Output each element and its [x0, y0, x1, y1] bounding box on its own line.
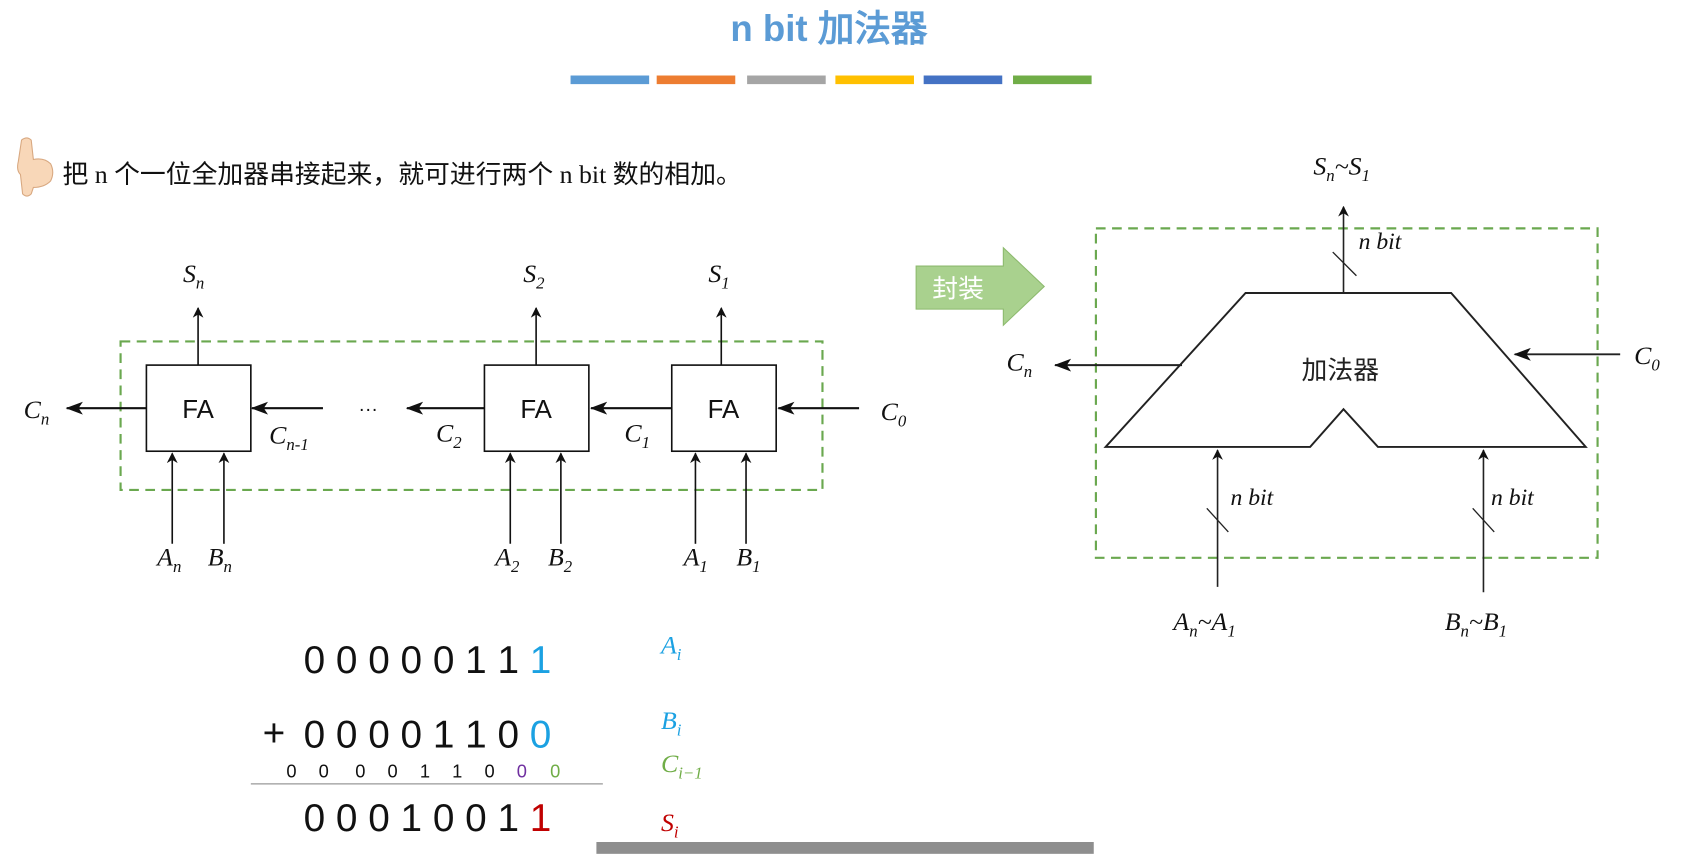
sum-label-n: Sn [183, 259, 204, 292]
slide-title: n bit 加法器 [730, 8, 928, 49]
carry-bit: 1 [420, 760, 430, 781]
b-bits-prefix: 0 0 0 0 1 1 0 [304, 713, 519, 756]
carry-in-label: C0 [881, 397, 907, 430]
color-bars [570, 75, 1092, 85]
adder-label: 加法器 [1302, 356, 1380, 385]
carry-bit: 0 [286, 760, 296, 781]
encapsulate-arrow: 封装 [915, 246, 1046, 327]
color-bar [570, 75, 650, 85]
carry-bit: 1 [452, 760, 462, 781]
b-i-label: Bi [661, 706, 682, 739]
carry-out-label: Cn [24, 395, 50, 428]
color-bar [656, 75, 736, 85]
ellipsis: ··· [359, 399, 378, 421]
a-last-bit: 1 [530, 639, 552, 682]
carry-bit: 0 [388, 760, 398, 781]
s-bits-prefix: 0 0 0 1 0 0 1 [304, 797, 519, 840]
a-bus-label: An~A1 [1171, 607, 1235, 640]
color-bar [923, 75, 1003, 85]
ripple-carry-diagram [65, 306, 860, 544]
intro-text: 把 n 个一位全加器串接起来，就可进行两个 n bit 数的相加。 [62, 160, 741, 189]
carry-bit: 0 [484, 760, 494, 781]
carry-bit: 0 [355, 760, 365, 781]
b-last-bit: 0 [530, 713, 552, 756]
carry-label-n-1: Cn-1 [269, 421, 309, 454]
fa-label: FA [520, 396, 552, 424]
b-bus-label: Bn~B1 [1445, 607, 1507, 640]
carry-bit: 0 [319, 760, 329, 781]
s-i-label: Si [661, 808, 679, 841]
bus-width-label: n bit [1230, 485, 1274, 511]
bus-width-label: n bit [1359, 229, 1403, 255]
input-label: An [155, 542, 181, 575]
carry-bit: 0 [517, 760, 527, 781]
input-label: A2 [493, 542, 520, 575]
input-label: B1 [736, 542, 760, 575]
carry-label-2: C2 [436, 419, 462, 452]
input-label: A1 [682, 542, 708, 575]
color-bar [747, 75, 826, 85]
c-i-1-label: Ci−1 [661, 749, 703, 782]
sum-label-1: S1 [708, 259, 729, 292]
a-bits: 0 0 0 0 0 1 1 [304, 639, 519, 682]
sum-bus-label: Sn~S1 [1313, 152, 1370, 185]
input-label: Bn [208, 542, 232, 575]
a-i-label: Ai [659, 631, 682, 664]
encapsulate-label: 封装 [932, 274, 984, 303]
carry-bit: 0 [550, 760, 560, 781]
fa-label: FA [182, 396, 214, 424]
sum-label-2: S2 [523, 259, 545, 292]
adder-shape [1103, 292, 1588, 448]
carry-in-label: C0 [1634, 341, 1660, 374]
color-bar [1013, 75, 1092, 85]
full-adder-2 [483, 364, 590, 453]
plus-sign: + [263, 712, 286, 755]
adder-block-diagram [1053, 205, 1621, 593]
input-label: B2 [548, 542, 573, 575]
color-bar [835, 75, 914, 85]
s-last-bit: 1 [530, 797, 552, 840]
carry-label-1: C1 [624, 419, 650, 452]
carry-out-label: Cn [1007, 347, 1033, 380]
pointing-hand-icon [17, 137, 54, 197]
horizontal-scrollbar[interactable] [596, 842, 1094, 854]
fa-label: FA [708, 396, 740, 424]
bus-width-label: n bit [1491, 485, 1535, 511]
